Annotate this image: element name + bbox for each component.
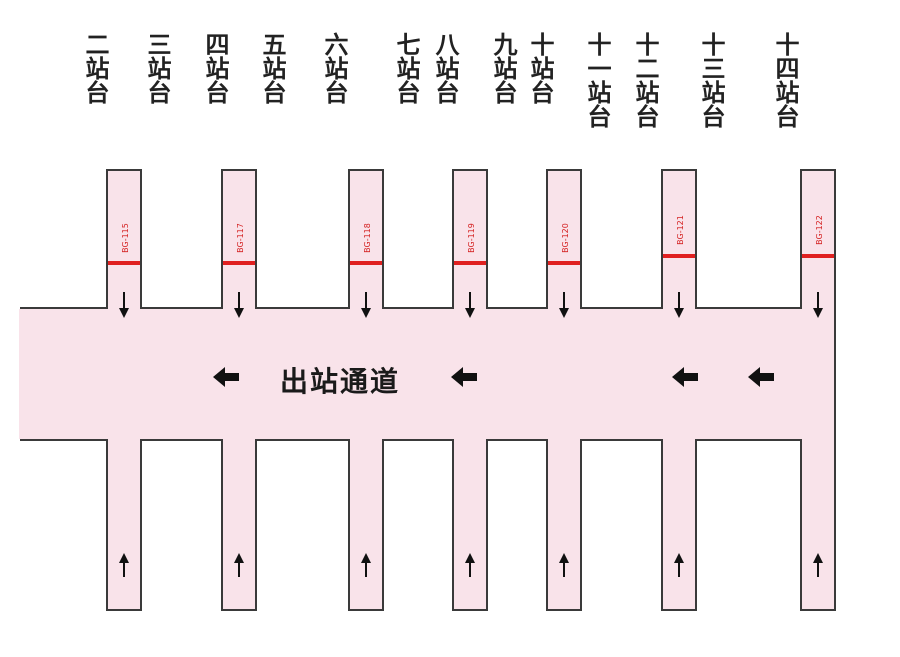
- exit-corridor: [20, 169, 836, 611]
- platform-label-7: 七站台: [392, 32, 420, 104]
- down-arrows: [119, 292, 823, 318]
- gate-codes: BG-115 BG-117 BG-118 BG-119 BG-120 BG-12…: [121, 215, 824, 253]
- platform-label-10: 十站台: [526, 32, 554, 104]
- gate-code: BG-121: [676, 215, 685, 245]
- platform-label-9: 九站台: [489, 32, 517, 104]
- gates: [108, 254, 834, 265]
- corridor-open-end: [19, 309, 21, 439]
- gate-code: BG-122: [815, 215, 824, 245]
- left-arrows: [213, 367, 774, 387]
- arrow-up-icon: [559, 553, 569, 577]
- arrow-down-icon: [234, 292, 244, 318]
- arrow-down-icon: [465, 292, 475, 318]
- gate-code: BG-119: [467, 223, 476, 253]
- arrow-up-icon: [234, 553, 244, 577]
- arrow-up-icon: [361, 553, 371, 577]
- platform-label-14: 十四站台: [771, 32, 799, 128]
- arrow-down-icon: [674, 292, 684, 318]
- arrow-down-icon: [119, 292, 129, 318]
- arrow-down-icon: [813, 292, 823, 318]
- arrow-up-icon: [813, 553, 823, 577]
- platform-label-5: 五站台: [258, 32, 286, 104]
- gate-code: BG-117: [236, 223, 245, 253]
- arrow-down-icon: [559, 292, 569, 318]
- arrow-left-icon: [672, 367, 698, 387]
- platform-label-4: 四站台: [201, 32, 229, 104]
- arrow-down-icon: [361, 292, 371, 318]
- arrow-left-icon: [748, 367, 774, 387]
- arrow-left-icon: [213, 367, 239, 387]
- up-arrows: [119, 553, 823, 577]
- arrow-up-icon: [674, 553, 684, 577]
- platform-label-6: 六站台: [320, 32, 348, 104]
- arrow-left-icon: [451, 367, 477, 387]
- platform-label-12: 十二站台: [631, 32, 659, 128]
- arrow-up-icon: [119, 553, 129, 577]
- platform-label-2: 二站台: [81, 32, 109, 104]
- platform-label-3: 三站台: [143, 32, 171, 104]
- platform-label-13: 十三站台: [697, 32, 725, 128]
- platform-label-8: 八站台: [431, 32, 459, 104]
- arrow-up-icon: [465, 553, 475, 577]
- gate-code: BG-115: [121, 223, 130, 253]
- platform-label-11: 十一站台: [583, 32, 611, 128]
- gate-code: BG-120: [561, 223, 570, 253]
- corridor-title: 出站通道: [280, 365, 401, 398]
- gate-code: BG-118: [363, 223, 372, 253]
